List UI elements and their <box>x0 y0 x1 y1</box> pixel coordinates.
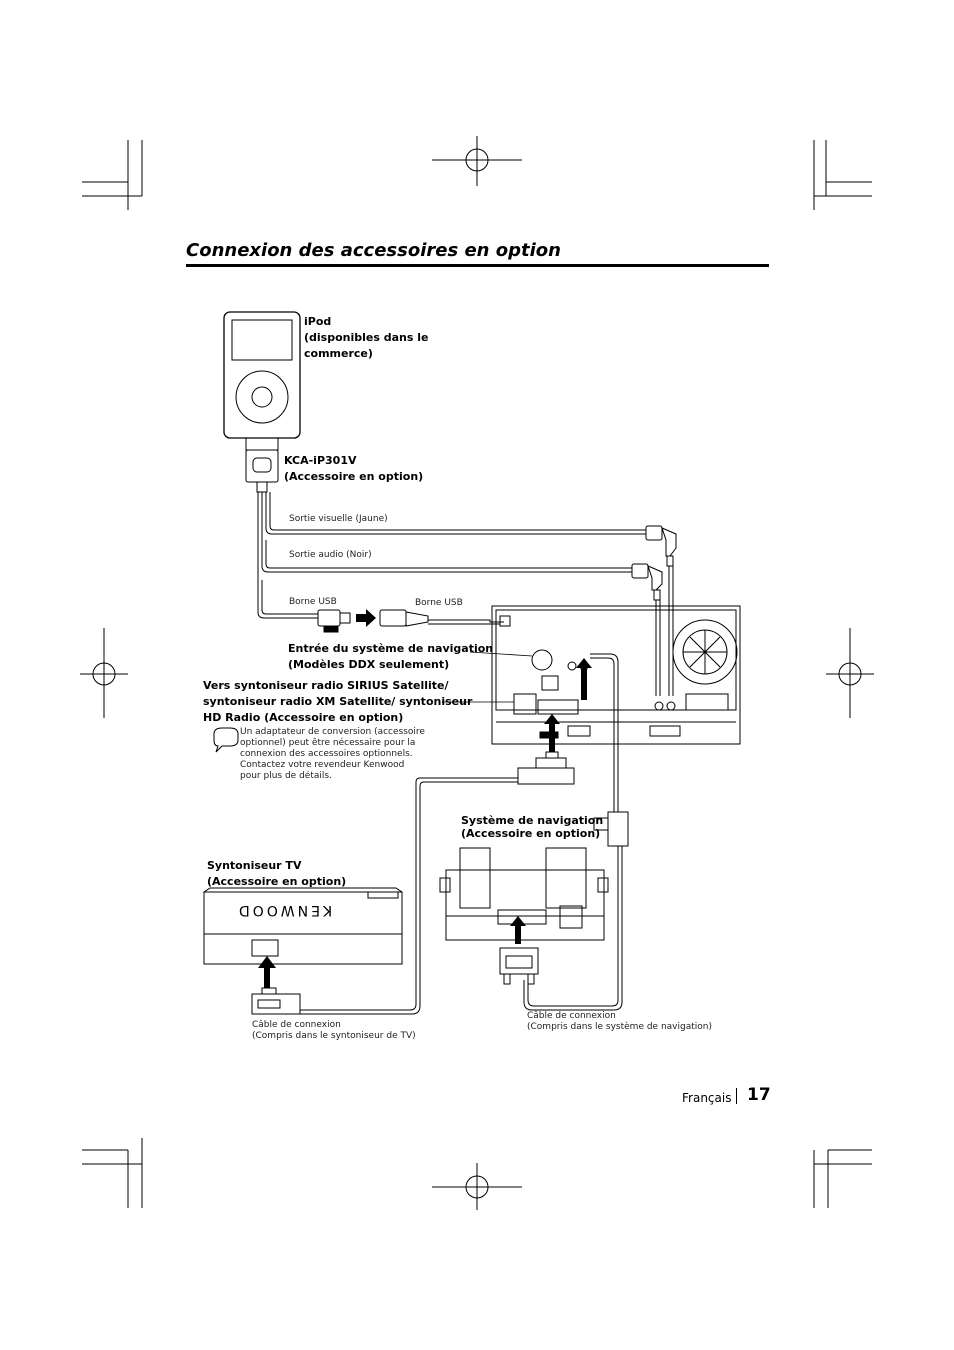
video-plug <box>645 525 677 567</box>
leader-lines <box>442 651 533 703</box>
tv-cable-connector <box>251 987 301 1015</box>
head-unit <box>491 605 741 745</box>
usb-arrow <box>356 609 376 627</box>
nav-cable-label: Câble de connexion <box>527 1011 616 1021</box>
nav-input-label-2: (Modèles DDX seulement) <box>288 658 450 671</box>
arrow-to-tv-tuner <box>258 956 276 990</box>
tuner-label-3: HD Radio (Accessoire en option) <box>203 711 404 724</box>
ipod-device <box>223 311 301 451</box>
ipod-label-3: commerce) <box>304 347 373 360</box>
video-output-label: Sortie visuelle (Jaune) <box>289 514 388 524</box>
audio-output-label: Sortie audio (Noir) <box>289 550 372 560</box>
note-text-2: optionnel) peut être nécessaire pour la <box>240 738 416 748</box>
note-text-4: Contactez votre revendeur Kenwood <box>240 760 405 770</box>
tv-tuner-label: Syntoniseur TV <box>207 859 302 872</box>
nav-system-label: Système de navigation <box>461 814 604 827</box>
page-number: 17 <box>747 1085 771 1105</box>
note-text-3: connexion des accessoires optionnels. <box>240 749 413 759</box>
tuner-cable-connector <box>517 751 575 785</box>
tuner-label-2: syntoniseur radio XM Satellite/ syntonis… <box>203 695 473 708</box>
tv-cable-label: Câble de connexion <box>252 1020 341 1030</box>
audio-plug <box>631 563 663 601</box>
usb-label-left: Borne USB <box>289 597 337 607</box>
tv-tuner-label-2: (Accessoire en option) <box>207 875 347 888</box>
note-icon <box>213 727 239 753</box>
kca-label-2: (Accessoire en option) <box>284 470 424 483</box>
nav-plug <box>499 947 539 985</box>
ipod-label: iPod <box>304 315 332 328</box>
arrow-to-nav-port <box>576 658 592 700</box>
usb-plug <box>317 609 351 633</box>
page-title: Connexion des accessoires en option <box>186 240 561 261</box>
usb-socket <box>379 609 429 627</box>
kenwood-logo: KENWOOD <box>236 902 333 918</box>
registration-marks <box>80 136 874 1210</box>
nav-input-label: Entrée du système de navigation <box>288 642 494 655</box>
nav-cable-label-2: (Compris dans le système de navigation) <box>527 1022 712 1032</box>
navigation-system <box>439 847 609 941</box>
kca-connector <box>245 449 279 493</box>
ipod-label-2: (disponibles dans le <box>304 331 429 344</box>
title-rule <box>186 264 769 267</box>
nav-cable-connector <box>593 811 629 847</box>
arrow-to-nav-system <box>510 916 526 944</box>
arrow-to-tuner-port <box>544 714 560 752</box>
crop-marks <box>82 140 872 1208</box>
language-label: Français <box>682 1091 732 1105</box>
tv-cable-label-2: (Compris dans le syntoniseur de TV) <box>252 1031 416 1041</box>
tv-tuner <box>203 887 403 965</box>
nav-system-label-2: (Accessoire en option) <box>461 827 601 840</box>
note-text-5: pour plus de détails. <box>240 771 332 781</box>
tuner-label: Vers syntoniseur radio SIRIUS Satellite/ <box>203 679 449 692</box>
cables <box>257 492 674 1015</box>
usb-label-right: Borne USB <box>415 598 463 608</box>
footer-divider <box>736 1088 737 1104</box>
kca-label: KCA-iP301V <box>284 454 357 467</box>
note-text-1: Un adaptateur de conversion (accessoire <box>240 727 425 737</box>
